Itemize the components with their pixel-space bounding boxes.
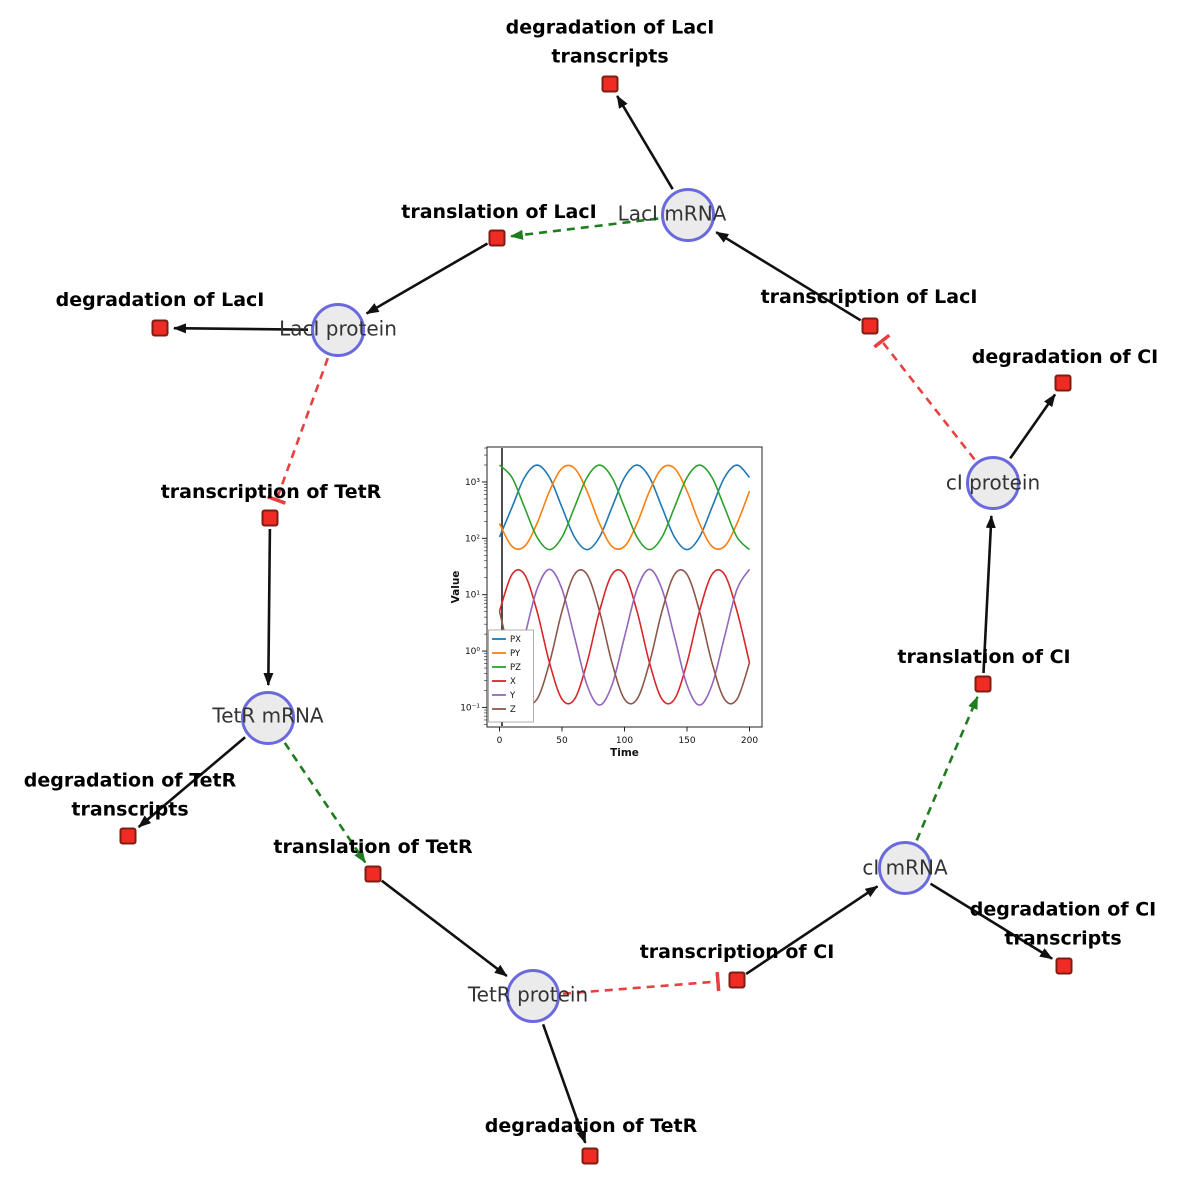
series-line-Y (498, 568, 751, 706)
y-tick-label: 10⁻¹ (460, 703, 480, 713)
reaction-node-deg_tetr (581, 1147, 599, 1165)
y-tick-label: 10³ (465, 478, 480, 488)
legend-label-Z: Z (510, 705, 516, 715)
edge-inhibition-laci_protein-to-tx_tetr (267, 357, 330, 505)
reaction-label-transl_ci: translation of CI (897, 645, 1071, 668)
x-tick-label: 100 (616, 736, 633, 746)
edge-modifier-laci_mrna-to-transl_laci (509, 217, 659, 240)
legend-label-PY: PY (510, 649, 521, 659)
edge-production-tx_laci-to-laci_mrna (715, 231, 862, 322)
species-node-laci_protein (311, 303, 365, 357)
edge-consumption-tetr_mrna-to-deg_tetr_tx (137, 736, 246, 828)
species-node-ci_protein (966, 456, 1020, 510)
legend-label-Y: Y (509, 691, 516, 701)
series-group (498, 448, 751, 726)
reaction-node-tx_laci (861, 317, 879, 335)
edge-production-tx_tetr-to-tetr_mrna (263, 528, 274, 686)
species-label-tetr_protein: TetR protein (467, 982, 589, 1007)
reaction-label-tx_ci: transcription of CI (639, 940, 835, 963)
edge-consumption-laci_protein-to-deg_laci (173, 323, 309, 334)
reaction-label-deg_tetr_tx: degradation of TetR transcripts (23, 769, 237, 821)
series-line-X (498, 569, 751, 705)
species-label-ci_protein: cI protein (945, 470, 1041, 495)
edge-consumption-ci_mrna-to-deg_ci_tx (929, 882, 1053, 960)
reaction-label-deg_ci: degradation of CI (971, 345, 1159, 368)
legend-label-X: X (510, 677, 516, 687)
series-line-Z (498, 569, 751, 705)
reaction-node-transl_laci (488, 229, 506, 247)
species-label-ci_mrna: cI mRNA (862, 855, 948, 880)
edge-consumption-tetr_protein-to-deg_tetr (541, 1023, 587, 1144)
edge-modifier-ci_mrna-to-transl_ci (915, 695, 979, 841)
edge-production-transl_laci-to-laci_protein (365, 242, 489, 315)
edge-production-transl_ci-to-ci_protein (982, 515, 996, 674)
edge-production-tx_ci-to-ci_mrna (745, 885, 879, 975)
x-tick-label: 0 (497, 736, 503, 746)
legend-box (488, 629, 534, 723)
edge-inhibition-ci_protein-to-tx_laci (873, 333, 976, 461)
legend-label-PZ: PZ (510, 663, 521, 673)
y-tick-label: 10² (465, 534, 480, 544)
reaction-label-tx_tetr: transcription of TetR (160, 480, 382, 503)
species-node-tetr_protein (506, 969, 560, 1023)
reaction-node-deg_ci (1054, 374, 1072, 392)
x-axis-label: Time (610, 747, 639, 758)
series-line-PY (498, 464, 751, 551)
x-tick-label: 150 (678, 736, 695, 746)
reaction-node-deg_ci_tx (1055, 957, 1073, 975)
reaction-node-transl_tetr (364, 865, 382, 883)
reaction-node-transl_ci (974, 675, 992, 693)
species-node-ci_mrna (878, 841, 932, 895)
species-label-tetr_mrna: TetR mRNA (212, 703, 324, 728)
reaction-node-tx_ci (728, 971, 746, 989)
species-node-laci_mrna (661, 188, 715, 242)
reaction-label-transl_tetr: translation of TetR (273, 835, 473, 858)
reaction-node-deg_tetr_tx (119, 827, 137, 845)
edges-group (137, 95, 1057, 1144)
legend: PX PY PZ XYZ (488, 629, 534, 723)
reaction-node-deg_laci_tx (601, 75, 619, 93)
reaction-node-tx_tetr (261, 509, 279, 527)
reaction-label-deg_laci_tx: degradation of LacI transcripts (505, 16, 715, 68)
reaction-label-deg_ci_tx: degradation of CI transcripts (969, 898, 1157, 950)
y-tick-label: 10⁰ (465, 647, 480, 657)
edge-consumption-ci_protein-to-deg_ci (1009, 393, 1057, 460)
x-tick-label: 200 (741, 736, 758, 746)
series-line-PX (498, 464, 751, 551)
legend-label-PX: PX (510, 635, 521, 645)
series-line-PZ (498, 464, 751, 551)
species-node-tetr_mrna (241, 691, 295, 745)
x-tick-label: 50 (556, 736, 568, 746)
reaction-label-deg_tetr: degradation of TetR (484, 1114, 698, 1137)
edge-modifier-tetr_mrna-to-transl_tetr (283, 742, 367, 864)
y-axis-label: Value (450, 571, 462, 604)
edge-production-transl_tetr-to-tetr_protein (380, 879, 508, 978)
species-label-laci_protein: LacI protein (279, 316, 397, 341)
edge-consumption-laci_mrna-to-deg_laci_tx (616, 95, 674, 190)
reaction-node-deg_laci (151, 319, 169, 337)
reaction-label-deg_laci: degradation of LacI (55, 288, 265, 311)
reaction-label-tx_laci: transcription of LacI (760, 285, 978, 308)
y-tick-label: 10¹ (465, 591, 480, 601)
species-label-laci_mrna: LacI mRNA (617, 201, 727, 226)
reaction-label-transl_laci: translation of LacI (401, 200, 597, 223)
edge-inhibition-tetr_protein-to-tx_ci (562, 971, 721, 995)
